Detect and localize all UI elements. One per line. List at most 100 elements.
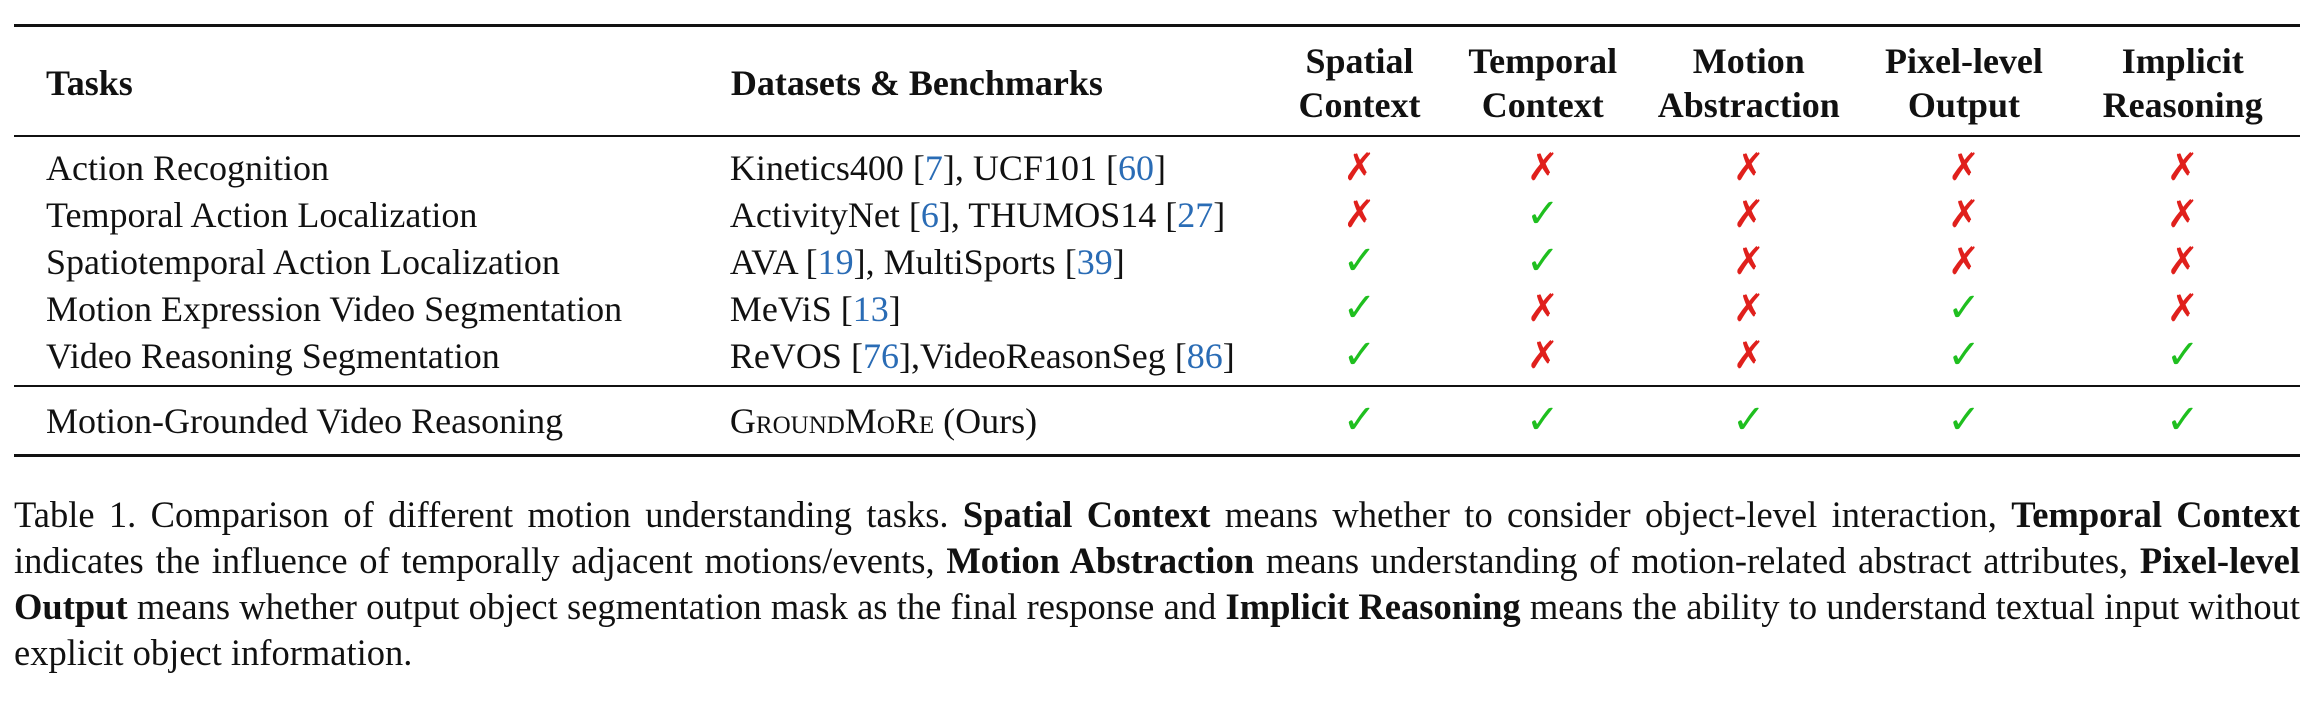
cross-mark-icon: ✗ [1635, 332, 1863, 386]
caption-desc-implicit: means the ability to understand textual … [14, 586, 2300, 673]
table-row: Motion Expression Video Segmentation MeVi… [14, 285, 2300, 332]
citation-number[interactable]: 19 [817, 241, 854, 282]
cross-mark-icon: ✗ [1948, 147, 1980, 189]
task-cell: Spatiotemporal Action Localization [46, 241, 560, 282]
cross-mark-icon: ✗ [1732, 193, 1765, 236]
table-row: Spatiotemporal Action Localization AVA [1… [14, 238, 2300, 285]
dataset-cell: GroundMoRe (Ours) [729, 385, 1269, 457]
check-mark-icon: ✓ [1342, 285, 1377, 330]
cross-mark-icon: ✗ [1863, 136, 2066, 191]
cross-mark-icon: ✗ [1450, 332, 1635, 386]
cross-mark-icon: ✗ [1732, 334, 1765, 377]
caption-desc-pixel: means whether output object segmentation… [127, 586, 1226, 627]
task-cell: Video Reasoning Segmentation [46, 335, 500, 376]
cross-mark-icon: ✗ [1635, 191, 1863, 238]
caption-term-spatial: Spatial Context [962, 494, 1211, 535]
cross-mark-icon: ✗ [1732, 240, 1765, 283]
comparison-table: Tasks Datasets & Benchmarks Spatial Cont… [14, 24, 2300, 457]
dataset-name: ReVOS [729, 335, 851, 376]
cross-mark-icon: ✗ [1526, 334, 1559, 377]
check-mark-icon: ✓ [1862, 385, 2066, 457]
task-cell: Motion-Grounded Video Reasoning [14, 385, 730, 457]
citation-number[interactable]: 7 [924, 148, 943, 188]
task-cell: Motion Expression Video Segmentation [46, 288, 623, 329]
citation[interactable]: [60] [1105, 148, 1166, 188]
header-datasets: Datasets & Benchmarks [729, 24, 1269, 137]
check-mark-icon: ✓ [1268, 238, 1450, 285]
cross-mark-icon: ✗ [1732, 147, 1765, 189]
cross-mark-icon: ✗ [2166, 240, 2199, 283]
task-cell: Action Recognition [46, 148, 329, 188]
citation[interactable]: [7] [912, 148, 955, 188]
check-mark-icon: ✓ [2065, 385, 2300, 457]
cross-mark-icon: ✗ [1863, 191, 2066, 238]
dataset-separator: , [950, 194, 969, 235]
citation[interactable]: [6] [908, 194, 951, 235]
check-mark-icon: ✓ [1268, 285, 1450, 332]
citation[interactable]: [86] [1174, 335, 1235, 376]
caption-prefix: Table 1. Comparison of different motion … [14, 494, 963, 535]
dataset-cell: MeViS [13] [730, 285, 1269, 332]
table-header: Tasks Datasets & Benchmarks Spatial Cont… [14, 24, 2300, 137]
check-mark-icon: ✓ [1450, 385, 1635, 457]
header-motion-abstraction: Motion Abstraction [1635, 24, 1863, 137]
citation[interactable]: [39] [1064, 241, 1125, 282]
cross-mark-icon: ✗ [1732, 287, 1765, 330]
check-mark-icon: ✓ [1525, 397, 1560, 442]
header-temporal-context: Temporal Context [1450, 24, 1635, 137]
table-caption: Table 1. Comparison of different motion … [14, 492, 2300, 676]
task-cell: Temporal Action Localization [46, 194, 478, 235]
caption-term-implicit: Implicit Reasoning [1225, 586, 1521, 627]
cross-mark-icon: ✗ [2166, 287, 2199, 330]
header-spatial-context: Spatial Context [1268, 24, 1451, 137]
cross-mark-icon: ✗ [1526, 147, 1559, 189]
check-mark-icon: ✓ [1947, 397, 1981, 442]
citation-number[interactable]: 6 [920, 194, 939, 235]
table-row-ours: Motion-Grounded Video Reasoning GroundMo… [14, 385, 2300, 457]
cross-mark-icon: ✗ [2065, 191, 2300, 238]
citation[interactable]: [76] [850, 335, 911, 376]
cross-mark-icon: ✗ [1863, 238, 2066, 285]
header-implicit-reasoning: Implicit Reasoning [2065, 24, 2300, 137]
check-mark-icon: ✓ [1450, 238, 1635, 285]
citation[interactable]: [13] [840, 288, 901, 329]
dataset-cell: ReVOS [76],VideoReasonSeg [86] [730, 332, 1269, 386]
check-mark-icon: ✓ [1947, 285, 1981, 330]
check-mark-icon: ✓ [1635, 385, 1863, 457]
dataset-name: Kinetics400 [729, 148, 913, 188]
cross-mark-icon: ✗ [2065, 136, 2300, 191]
check-mark-icon: ✓ [1342, 332, 1377, 377]
dataset-name: MeViS [729, 288, 841, 329]
check-mark-icon: ✓ [2165, 397, 2200, 442]
cross-mark-icon: ✗ [1268, 191, 1450, 238]
citation-number[interactable]: 76 [862, 335, 899, 376]
check-mark-icon: ✓ [1525, 191, 1560, 236]
citation-number[interactable]: 39 [1076, 241, 1113, 282]
check-mark-icon: ✓ [1525, 238, 1560, 283]
citation-number[interactable]: 86 [1186, 335, 1223, 376]
check-mark-icon: ✓ [1342, 238, 1377, 283]
citation-number[interactable]: 13 [852, 288, 889, 329]
dataset-suffix: (Ours) [934, 400, 1038, 441]
dataset-name: VideoReasonSeg [919, 335, 1175, 376]
cross-mark-icon: ✗ [1948, 240, 1980, 283]
check-mark-icon: ✓ [1450, 191, 1635, 238]
check-mark-icon: ✓ [2165, 332, 2200, 377]
citation-number[interactable]: 60 [1117, 148, 1154, 188]
cross-mark-icon: ✗ [1635, 238, 1863, 285]
cross-mark-icon: ✗ [2166, 193, 2199, 236]
cross-mark-icon: ✗ [2166, 147, 2199, 189]
cross-mark-icon: ✗ [1635, 136, 1863, 191]
citation[interactable]: [19] [805, 241, 866, 282]
caption-term-motion: Motion Abstraction [946, 540, 1255, 581]
check-mark-icon: ✓ [1732, 397, 1766, 442]
citation-number[interactable]: 27 [1177, 194, 1214, 235]
dataset-cell: ActivityNet [6], THUMOS14 [27] [730, 191, 1269, 238]
cross-mark-icon: ✗ [1343, 147, 1376, 189]
dataset-cell: AVA [19], MultiSports [39] [730, 238, 1269, 285]
dataset-name-groundmore: GroundMoRe [729, 400, 935, 441]
check-mark-icon: ✓ [1947, 332, 1981, 377]
citation[interactable]: [27] [1165, 194, 1226, 235]
